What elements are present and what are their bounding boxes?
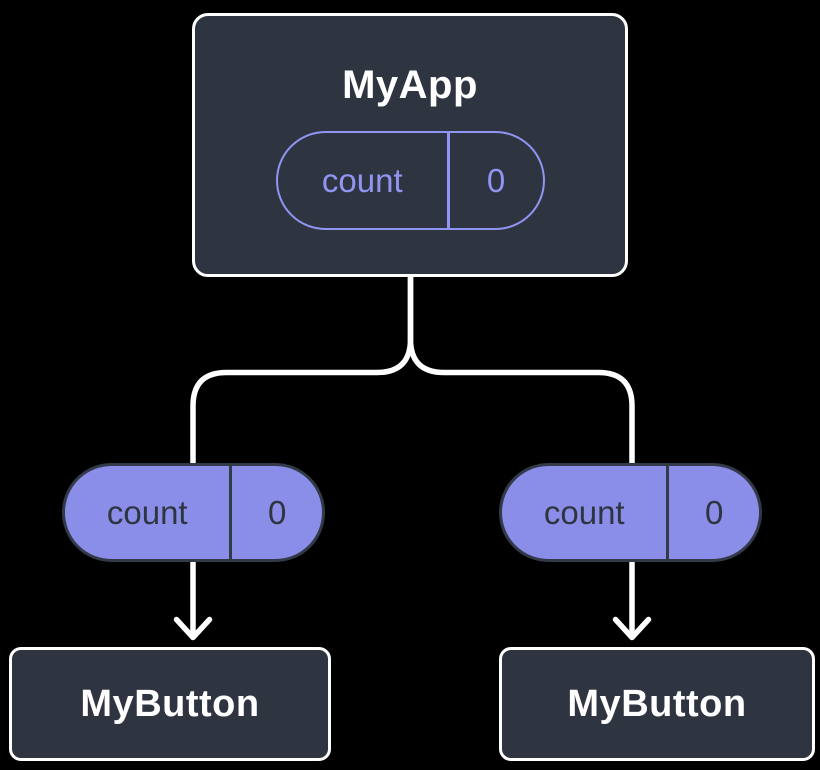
- prop-pill-right-name: count: [543, 493, 625, 531]
- node-mybutton-left: MyButton: [9, 647, 331, 761]
- prop-pill-left-name: count: [106, 493, 188, 531]
- prop-pill-right: count 0: [499, 463, 762, 562]
- prop-pill-right-value: 0: [705, 493, 724, 531]
- prop-pill-left-value: 0: [268, 493, 287, 531]
- arrowhead-right-icon: [612, 616, 652, 641]
- prop-pill-left-divider: [229, 466, 233, 559]
- node-mybutton-right: MyButton: [499, 647, 815, 761]
- prop-pill-right-divider: [666, 466, 670, 559]
- state-pill-name: count: [321, 161, 403, 199]
- node-myapp-title: MyApp: [342, 63, 478, 107]
- state-pill-myapp: count 0: [275, 131, 545, 230]
- node-mybutton-left-title: MyButton: [80, 682, 260, 725]
- branch-right-line: [407, 274, 635, 635]
- arrowhead-left-icon: [173, 616, 213, 641]
- state-pill-divider: [447, 133, 450, 228]
- prop-pill-left: count 0: [62, 463, 325, 562]
- state-pill-value: 0: [486, 161, 506, 199]
- node-mybutton-right-title: MyButton: [567, 682, 747, 725]
- branch-left-line: [190, 274, 414, 635]
- node-myapp: MyApp count 0: [192, 13, 628, 277]
